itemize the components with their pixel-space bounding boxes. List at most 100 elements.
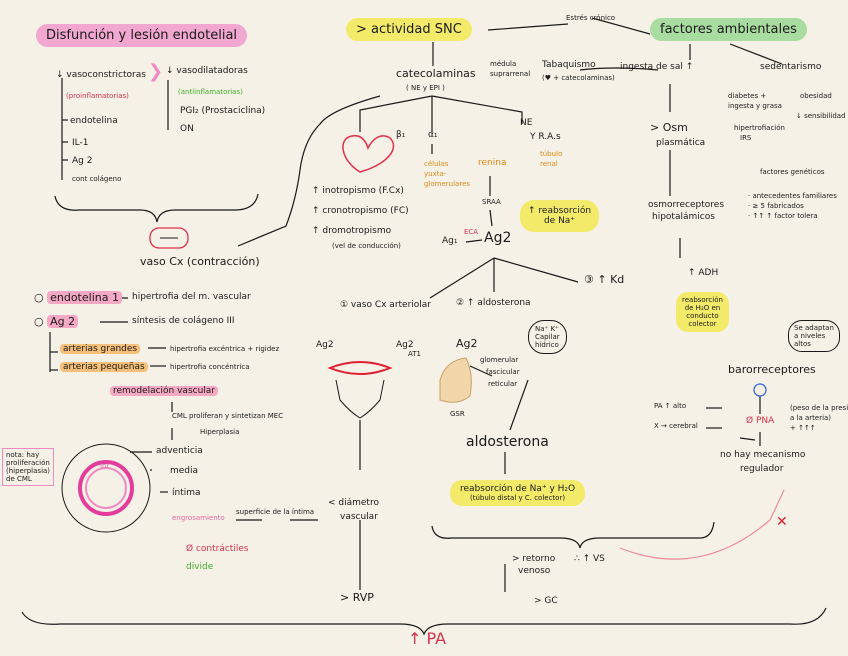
celulas-3: glomerulares — [424, 180, 471, 188]
reab-na-line: ↑ reabsorción — [528, 206, 592, 216]
celulas-2: yuxta- — [424, 170, 447, 178]
diabetes-1: diabetes + — [728, 92, 767, 100]
baro-note-line: Se adaptan — [794, 324, 834, 332]
estres-cronico: Estrés crónico — [566, 14, 616, 22]
hiperplasia: Hiperplasia — [200, 428, 240, 436]
contractiles: Ø contráctiles — [186, 544, 249, 554]
adh: ↑ ADH — [688, 268, 719, 278]
nota-line: nota: hay — [6, 451, 40, 459]
divide: divide — [186, 562, 214, 572]
on-label: ON — [180, 124, 194, 134]
reticular: reticular — [488, 380, 518, 388]
nak-line: Capilar — [535, 333, 560, 341]
diabetes-2: ingesta y grasa — [728, 102, 782, 110]
factores-ambientales: factores ambientales — [650, 18, 807, 41]
rvp: > RVP — [340, 591, 374, 604]
no-mecanismo-2: regulador — [740, 464, 784, 474]
brace-pa — [21, 607, 827, 636]
aldosterona: aldosterona — [466, 434, 549, 450]
reabsorcion-final: reabsorción de Na⁺ y H₂O (túbulo distal … — [450, 480, 586, 506]
ag2-label: Ag 2 — [72, 156, 93, 166]
fg-item: · ≥ 5 fabricados — [748, 202, 804, 210]
obesidad: obesidad — [800, 92, 832, 100]
sintesis-colageno: síntesis de colágeno III — [132, 316, 235, 326]
tubulo-2: renal — [540, 160, 558, 168]
ag1: Ag₁ — [442, 236, 458, 246]
reabs-line: reabsorción — [682, 296, 723, 304]
vs: ∴ ↑ VS — [574, 554, 605, 564]
gc: > GC — [534, 596, 558, 606]
baro-note-line: altos — [794, 340, 811, 348]
ag2-center: Ag2 — [484, 230, 512, 246]
nota-box: nota: hay proliferación (hiperplasia) de… — [2, 448, 55, 486]
pna-side-2: a la arteria) — [790, 414, 832, 422]
superficie-intima: superficie de la íntima — [236, 508, 315, 516]
hipertrof-1: hipertrofiación — [734, 124, 785, 132]
ag2-left: Ag2 — [316, 340, 334, 350]
medula-1: médula — [490, 60, 517, 68]
vasoconstrictoras: ↓ vasoconstrictoras — [56, 70, 146, 80]
retorno-2: venoso — [518, 566, 551, 576]
aldosterona-ref: ② ↑ aldosterona — [456, 298, 531, 308]
pna-side-3: + ↑↑↑ — [790, 424, 816, 432]
vaso-cx-arteriolar: ① vaso Cx arteriolar — [340, 300, 432, 310]
arterias-grandes: arterias grandes — [60, 344, 141, 354]
baro-note-line: a niveles — [794, 332, 826, 340]
reabs-line: de H₂O en — [684, 304, 721, 312]
kd: ③ ↑ Kd — [584, 273, 625, 286]
no-mecanismo-1: no hay mecanismo — [720, 450, 806, 460]
osmorreceptores-2: hipotalámicos — [652, 212, 715, 222]
endotelina-1: ○ endotelina 1 — [34, 291, 122, 305]
reabsorcion-h2o: reabsorción de H₂O en conducto colector — [676, 292, 729, 332]
fascicular: fascicular — [486, 368, 520, 376]
cml-note: CML proliferan y sintetizan MEC — [172, 412, 284, 420]
factores-geneticos: factores genéticos — [760, 168, 825, 176]
antiinflamatorias: (antiinflamatorias) — [178, 88, 243, 96]
nota-line: de CML — [6, 475, 32, 483]
yrad-label: Y R.A.s — [530, 132, 561, 142]
nak-line: Na⁺ K⁺ — [535, 325, 559, 333]
osm-2: plasmática — [656, 138, 706, 148]
retorno-1: > retorno — [512, 554, 556, 564]
reabsorcion-na: ↑ reabsorción de Na⁺ — [520, 200, 600, 232]
hipertrofia-muscular: hipertrofia del m. vascular — [132, 292, 251, 302]
at1: AT1 — [408, 350, 421, 358]
vasodilatadoras: ↓ vasodilatadoras — [166, 66, 248, 76]
arterias-pequenas: arterias pequeñas — [60, 362, 148, 372]
ingesta-sal: ingesta de sal ↑ — [620, 62, 694, 72]
b1-label: β₁ — [396, 130, 406, 140]
arteriole-drawing — [327, 361, 393, 419]
ag2-gsr: Ag2 — [456, 337, 478, 350]
arterias-grandes-r: hipertrofia excéntrica + rigidez — [170, 345, 280, 353]
nota-line: (hiperplasia) — [6, 467, 51, 475]
fg-item: · antecedentes familiares — [748, 192, 837, 200]
il1-label: IL-1 — [72, 138, 89, 148]
layer-intima: íntima — [172, 488, 201, 498]
sad-face-icon — [753, 383, 767, 397]
diametro-1: < diámetro — [328, 498, 379, 508]
adrenal-gland-drawing — [439, 357, 472, 403]
inotropismo: ↑ inotropismo (F.Cx) — [312, 186, 404, 196]
vaso-cx: vaso Cx (contracción) — [140, 255, 260, 268]
dromotropismo: ↑ dromotropismo — [312, 226, 392, 236]
brace-mid — [431, 521, 715, 549]
reabs-line: colector — [688, 320, 717, 328]
reab-final-sub: (túbulo distal y C. colector) — [470, 494, 566, 502]
osm-1: > Osm — [650, 121, 688, 134]
hipertrof-2: IRS — [740, 134, 752, 142]
a1-label: α₁ — [428, 130, 438, 140]
renina: renina — [478, 158, 507, 168]
pna-side-1: (peso de la presión — [790, 404, 848, 412]
sensibilidad: ↓ sensibilidad — [796, 112, 846, 120]
celulas-1: células — [424, 160, 449, 168]
catecolaminas: catecolaminas — [396, 67, 476, 80]
baro-note: Se adaptan a niveles altos — [788, 320, 840, 352]
ne-label: NE — [520, 118, 533, 128]
tubulo-1: túbulo — [540, 150, 563, 158]
sraa: SRAA — [482, 198, 501, 206]
brace-left — [54, 193, 259, 223]
cronotropismo: ↑ cronotropismo (FC) — [312, 206, 409, 216]
heart-drawing — [342, 134, 395, 173]
barorreceptores: barorreceptores — [728, 363, 816, 376]
